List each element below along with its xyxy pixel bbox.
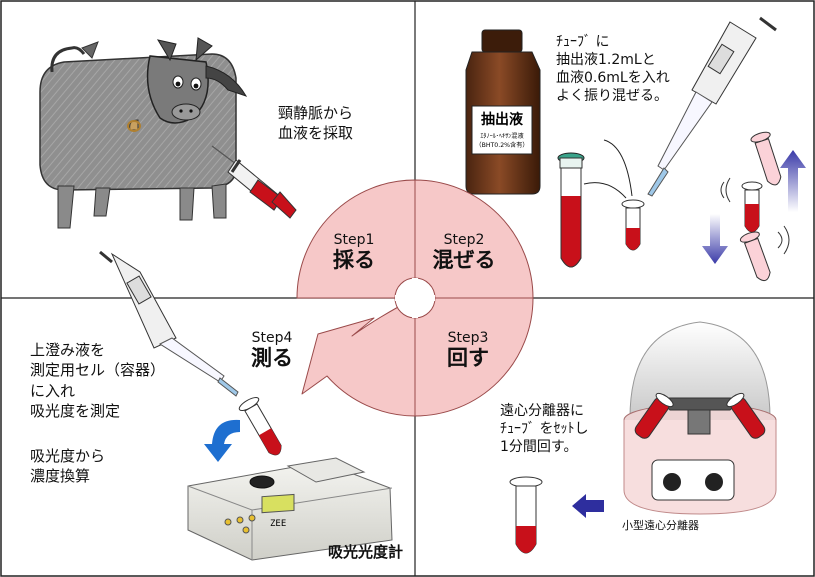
conversion-instructions: 吸光度から 濃度換算 [30,447,106,486]
spectrophotometer-label: 吸光光度計 [328,543,404,561]
extract-bottle: 抽出液 ｴﾀﾉｰﾙ･ﾍｷｻﾝ混液 （BHT0.2%含有） [465,29,541,195]
cow-illustration [39,37,248,229]
step3-number: Step3 [447,330,489,346]
transfer-arrow [572,494,604,518]
step4-label: Step4 測る [236,330,308,370]
process-cycle [296,179,534,417]
shake-arrows [702,150,806,264]
centrifuge-label: 小型遠心分離器 [622,519,699,532]
step1-label: Step1 採る [318,232,390,272]
step2-label: Step2 混ぜる [422,232,506,272]
step1-verb: 採る [333,248,375,273]
bottle-title: 抽出液 [481,111,524,128]
pipette-mix [647,16,777,197]
step3-label: Step3 回す [432,330,504,370]
pipette-measure [99,250,239,397]
step4-number: Step4 [251,330,293,346]
bottle-solvent: ｴﾀﾉｰﾙ･ﾍｷｻﾝ混液 [480,132,523,140]
bottle-additive: （BHT0.2%含有） [475,141,528,149]
mix-instructions: ﾁｭｰﾌﾞ に 抽出液1.2mLと 血液0.6mLを入れ よく振り混ぜる。 [556,34,670,104]
syringe-collect [211,145,297,219]
measure-instructions: 上澄み液を 測定用セル（容器） に入れ 吸光度を測定 [30,341,166,420]
pointer-line [583,182,627,199]
centrifuge [623,321,777,515]
step2-verb: 混ぜる [432,248,496,273]
spectrophotometer: ZEE [187,457,393,561]
pointer-line [603,139,633,197]
collect-instructions: 頸静脈から 血液を採取 [278,104,354,142]
step4-verb: 測る [251,346,293,371]
spin-instructions: 遠心分離器に ﾁｭｰﾌﾞ をｾｯﾄし 1分間回す。 [500,403,589,456]
step1-number: Step1 [333,232,375,248]
pour-arrow [204,419,240,462]
shaking-tubes [720,131,790,282]
microtube-small [621,199,645,251]
centrifuged-tube [509,476,543,554]
blood-tube-large [557,152,585,268]
display-readout: ZEE [270,519,286,529]
step2-number: Step2 [443,232,485,248]
measurement-cell [238,397,282,456]
step3-verb: 回す [447,346,489,371]
